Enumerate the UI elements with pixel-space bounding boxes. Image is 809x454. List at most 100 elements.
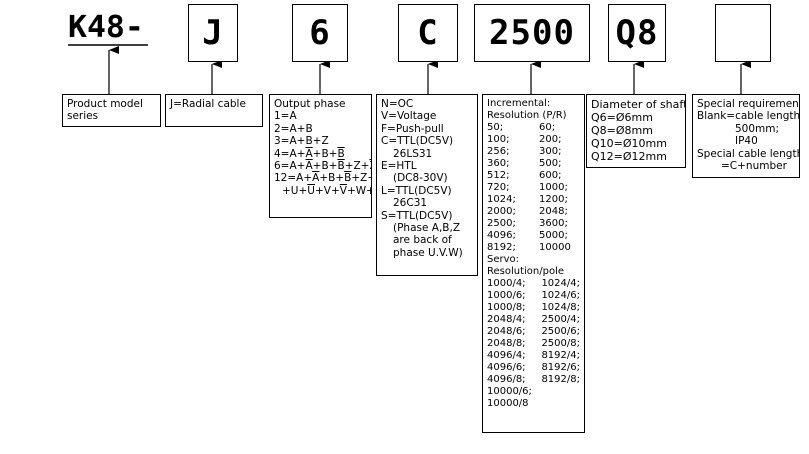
code-segment-phase-text: 6	[309, 13, 331, 53]
code-segment-output: C	[398, 4, 458, 62]
incremental-row: 2000;2048;	[487, 206, 580, 218]
code-segment-cable-text: J	[202, 13, 224, 53]
incremental-value: 300;	[539, 146, 562, 157]
output-type-line: L=TTL(DC5V)	[381, 184, 452, 197]
output-type-line: S=TTL(DC5V)	[381, 209, 453, 222]
incremental-row: 1024;1200;	[487, 194, 580, 206]
incremental-row: 100;200;	[487, 134, 580, 146]
model-underline	[68, 44, 148, 46]
servo-value: 2048/4;	[487, 314, 526, 325]
incremental-value: 512;	[487, 170, 510, 181]
servo-row: 2048/6;2500/6;	[487, 326, 580, 338]
shaft-item: Q12=Ø12mm	[591, 150, 667, 163]
special-line: Blank=cable length	[697, 110, 800, 123]
servo-value: 4096/4;	[487, 350, 526, 361]
resolution-box: Incremental: Resolution (P/R) 50;60;100;…	[482, 94, 585, 433]
output-type-line: are back of	[393, 234, 452, 247]
servo-value: 1000/4;	[487, 278, 526, 289]
incremental-value: 2000;	[487, 206, 516, 217]
servo-value: 1000/8;	[487, 302, 526, 313]
code-segment-shaft: Q8	[608, 4, 666, 62]
output-phase-item: 4=A+A+B+B	[274, 147, 345, 160]
incremental-row: 2500;3600;	[487, 218, 580, 230]
incremental-row: 256; 300;	[487, 146, 580, 158]
output-phase-item: 2=A+B	[274, 122, 313, 135]
incremental-row: 360; 500;	[487, 158, 580, 170]
code-segment-resolution: 2500	[474, 4, 590, 62]
servo-value: 8192/4;	[541, 350, 580, 361]
servo-value: 8192/6;	[541, 362, 580, 373]
incremental-value: 8192;	[487, 242, 516, 253]
output-type-line: E=HTL	[381, 160, 417, 173]
servo-row: 4096/4; 8192/4;	[487, 350, 580, 362]
servo-value: 1024/8;	[541, 302, 580, 313]
incremental-value: 60;	[539, 122, 556, 133]
output-type-line: F=Push-pull	[381, 122, 444, 135]
incremental-value: 1200;	[539, 194, 568, 205]
servo-row: 1000/4; 1024/4;	[487, 278, 580, 290]
servo-value: 1000/6;	[487, 290, 526, 301]
special-line: Special requirement	[697, 98, 800, 110]
output-type-line: C=TTL(DC5V)	[381, 135, 454, 148]
servo-value: 2048/8;	[487, 338, 526, 349]
incremental-value: 100;	[487, 134, 510, 145]
incremental-value: 4096;	[487, 230, 516, 241]
product-model-box: Product model series	[62, 94, 161, 127]
output-phase-box: Output phase 1=A 2=A+B 3=A+B+Z 4=A+A+B+B…	[269, 94, 372, 218]
output-phase-title: Output phase	[274, 98, 346, 110]
code-segment-special	[715, 4, 771, 62]
incremental-value: 10000	[539, 242, 571, 253]
incremental-value: 500;	[539, 158, 562, 169]
output-phase-item: +U+U+V+V+W+W	[282, 184, 371, 197]
servo-value: 8192/8;	[541, 374, 580, 385]
servo-value: 10000/8	[487, 398, 529, 409]
output-type-line: (Phase A,B,Z	[393, 222, 461, 235]
output-phase-item: 12=A+A+B+B+Z+Z	[274, 172, 371, 185]
servo-value: 2048/6;	[487, 326, 526, 337]
incremental-row: 50; 60;	[487, 122, 580, 134]
incremental-row: 4096; 5000;	[487, 230, 580, 242]
incremental-row: 512; 600;	[487, 170, 580, 182]
servo-row: 2048/4;2500/4;	[487, 314, 580, 326]
servo-value: 4096/6;	[487, 362, 526, 373]
incremental-value: 600;	[539, 170, 562, 181]
special-box: Special requirement Blank=cable length 5…	[692, 94, 800, 178]
code-segment-resolution-text: 2500	[489, 13, 575, 53]
servo-value: 1024/4;	[541, 278, 580, 289]
servo-row: 10000/6;	[487, 386, 580, 398]
servo-value: 4096/8;	[487, 374, 526, 385]
shaft-item: Q8=Ø8mm	[591, 124, 653, 137]
output-type-line: 26LS31	[393, 147, 433, 160]
incremental-value: 5000;	[539, 230, 568, 241]
code-segment-shaft-text: Q8	[615, 13, 659, 53]
shaft-item: Q6=Ø6mm	[591, 111, 653, 124]
code-segment-cable: J	[188, 4, 238, 62]
servo-list: 1000/4; 1024/4; 1000/6; 1024/6; 1000/8; 1024/…	[487, 278, 580, 410]
incremental-value: 256;	[487, 146, 510, 157]
incremental-title: Incremental:	[487, 98, 551, 109]
incremental-row: 720;1000;	[487, 182, 580, 194]
servo-row: 4096/8; 8192/8;	[487, 374, 580, 386]
incremental-value: 360;	[487, 158, 510, 169]
output-phase-item: 3=A+B+Z	[274, 135, 329, 148]
product-model-line-2: series	[67, 110, 99, 123]
shaft-box: Diameter of shaft Q6=Ø6mm Q8=Ø8mm Q10=Ø1…	[586, 94, 686, 168]
product-model-line-1: Product model	[67, 98, 143, 110]
output-type-line: (DC8-30V)	[393, 172, 448, 185]
special-line: Special cable length	[697, 147, 800, 160]
output-type-line: V=Voltage	[381, 110, 437, 123]
servo-row: 1000/8; 1024/8;	[487, 302, 580, 314]
incremental-value: 2500;	[487, 218, 516, 229]
servo-row: 4096/6; 8192/6;	[487, 362, 580, 374]
servo-value: 1024/6;	[541, 290, 580, 301]
servo-value: 10000/6;	[487, 386, 532, 397]
incremental-row: 8192; 10000	[487, 242, 580, 254]
cable-box: J=Radial cable	[165, 94, 263, 127]
servo-title: Servo:	[487, 254, 520, 265]
output-type-box: N=OC V=Voltage F=Push-pull C=TTL(DC5V) 2…	[376, 94, 478, 276]
special-line: 500mm;	[735, 122, 780, 135]
incremental-value: 50;	[487, 122, 504, 133]
special-line: IP40	[735, 135, 758, 148]
code-segment-phase: 6	[292, 4, 348, 62]
